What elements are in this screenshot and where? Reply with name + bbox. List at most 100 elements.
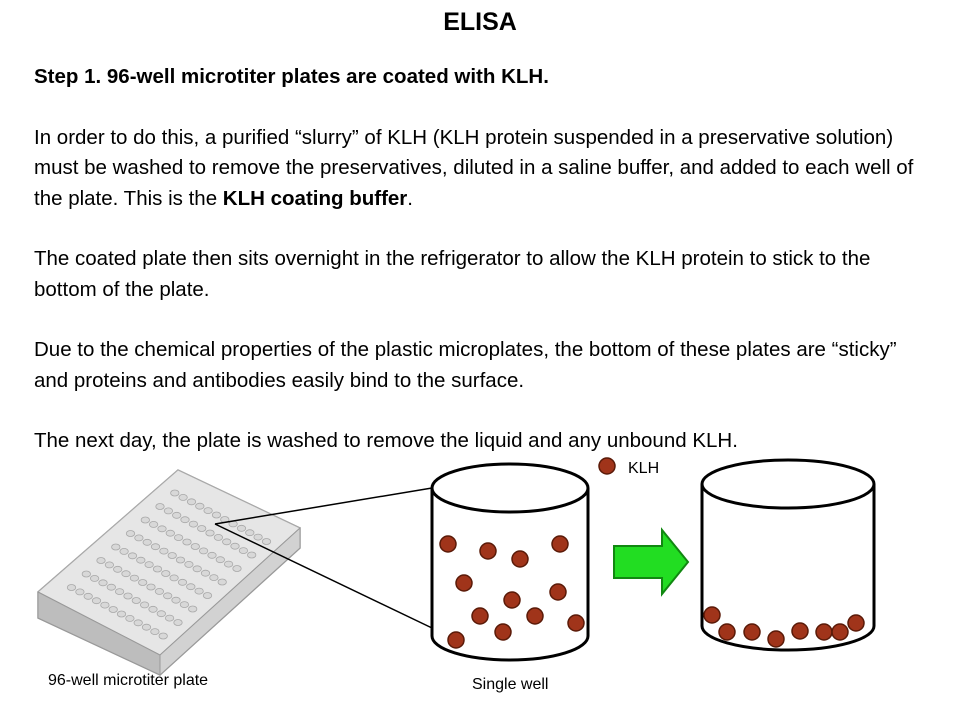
plate-well (245, 529, 255, 537)
plate-well (157, 525, 167, 533)
plate-well (91, 597, 102, 605)
plate-well (106, 583, 116, 591)
plate-well (90, 575, 100, 582)
klh-coating-buffer-term: KLH coating buffer (222, 186, 408, 210)
plate-well (150, 543, 161, 551)
plate-well (209, 574, 219, 581)
plate-well (119, 548, 129, 555)
klh-particle (551, 535, 569, 553)
klh-particle (455, 574, 473, 592)
plate-well (116, 610, 127, 618)
plate-well (136, 556, 146, 564)
plate-well (202, 592, 213, 599)
plate-well (111, 543, 121, 551)
plate-well (170, 489, 180, 497)
plate-well (186, 498, 197, 506)
plate-well (199, 547, 209, 555)
plate-well (179, 601, 189, 608)
plate-well (83, 592, 93, 600)
plate-well (142, 538, 152, 546)
plate-well (144, 561, 154, 568)
microtiter-plate-image (37, 469, 301, 677)
plate-well (127, 552, 138, 560)
klh-particle (526, 607, 544, 625)
plate-well (123, 592, 133, 600)
plate-well (150, 628, 160, 635)
plate-well (217, 578, 227, 586)
klh-particle (815, 623, 833, 641)
plate-well (148, 605, 158, 613)
klh-particle (847, 614, 865, 632)
plate-well (115, 588, 125, 595)
plate-well (100, 601, 110, 609)
plate-well (108, 606, 118, 613)
plate-well (174, 534, 184, 541)
plate-well (230, 542, 240, 550)
plate-well (222, 538, 232, 546)
plate-well (195, 502, 205, 510)
plate-well (113, 565, 123, 573)
plate-well (247, 551, 257, 559)
plate-well (184, 561, 194, 568)
plate-well (188, 605, 198, 613)
plate-well (140, 516, 150, 524)
plate-well (131, 597, 141, 604)
plate-well (253, 533, 263, 541)
klh-particle (511, 550, 529, 568)
paragraph-coating: In order to do this, a purified “slurry”… (34, 123, 914, 215)
plate-well (188, 520, 198, 528)
klh-particle (479, 542, 497, 560)
klh-particle (567, 614, 585, 632)
plate-well (169, 574, 179, 582)
plate-well (129, 574, 139, 582)
plate-well (75, 588, 85, 596)
plate-well (236, 524, 247, 532)
plate-well (205, 529, 215, 537)
klh-legend-dot (598, 457, 616, 475)
paragraph-coating-text: In order to do this, a purified “slurry”… (34, 125, 914, 210)
plate-well (224, 560, 234, 568)
plate-well (155, 503, 165, 510)
plate-well (173, 619, 183, 626)
plate-well (121, 570, 131, 578)
klh-particle (718, 623, 736, 641)
plate-well (178, 493, 188, 501)
plate-well (138, 579, 148, 586)
plate-well (159, 547, 169, 555)
klh-particle (831, 623, 849, 641)
plate-well (203, 507, 213, 515)
plate-well (156, 610, 166, 618)
plate-well (165, 614, 175, 622)
klh-particle (791, 622, 809, 640)
klh-particle (503, 591, 521, 609)
plate-well (125, 530, 136, 537)
klh-legend-label: KLH (628, 460, 660, 477)
single-well-label: Single well (472, 676, 549, 693)
plate-well (200, 569, 211, 577)
plate-well (238, 547, 248, 554)
paragraph-sticky: Due to the chemical properties of the pl… (34, 338, 897, 392)
klh-particle (767, 630, 785, 648)
single-well-after (700, 458, 876, 652)
plate-wells (66, 489, 272, 640)
paragraph-wash: The next day, the plate is washed to rem… (34, 429, 738, 452)
plate-well (172, 511, 182, 519)
plate-well (213, 534, 223, 541)
plate-well (158, 632, 168, 640)
klh-particle (494, 623, 512, 641)
plate-well (149, 521, 159, 528)
plate-well (171, 596, 181, 604)
plate-well (163, 507, 173, 515)
klh-particle (703, 606, 721, 624)
plate-well (98, 579, 108, 587)
single-well-before (430, 462, 590, 662)
plate-well (211, 511, 222, 519)
plate-well (161, 570, 171, 577)
plate-well (125, 615, 135, 622)
plate-well (96, 557, 106, 564)
plate-well (197, 525, 207, 532)
klh-particle (743, 623, 761, 641)
connector-line-bottom (214, 523, 433, 629)
plate-well (177, 578, 188, 586)
